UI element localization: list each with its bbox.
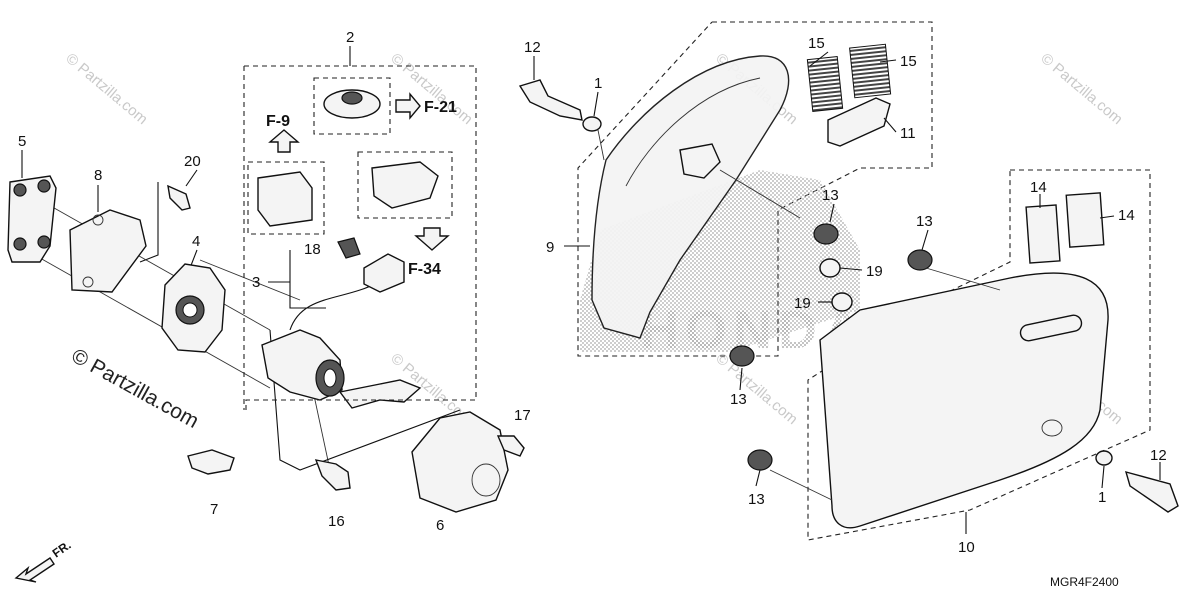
screw-17 <box>496 435 525 457</box>
callout-12-top: 12 <box>524 39 541 56</box>
callout-1-bottom: 1 <box>1098 489 1106 506</box>
watermark-faint-4: © Partzilla.com <box>1037 50 1125 128</box>
lock-assembly-group <box>7 46 525 513</box>
collar-19b <box>831 292 853 312</box>
ref-f9[interactable]: F-9 <box>266 113 290 130</box>
pad-14b <box>1065 192 1105 248</box>
callout-5: 5 <box>18 133 26 150</box>
callout-19-b: 19 <box>794 295 811 312</box>
arrow-to-f34 <box>414 227 450 251</box>
callout-14-b: 14 <box>1118 207 1135 224</box>
callout-7: 7 <box>210 501 218 518</box>
clip-18 <box>337 237 361 259</box>
callout-18: 18 <box>304 241 321 258</box>
front-direction-indicator: FR. <box>14 538 74 583</box>
callout-20: 20 <box>184 153 201 170</box>
callout-17: 17 <box>514 407 531 424</box>
callout-15-right: 15 <box>900 53 917 70</box>
callout-13-b: 13 <box>730 391 747 408</box>
side-cover-9 <box>591 55 790 339</box>
grommet-13b <box>729 345 755 367</box>
bolt-20 <box>167 184 191 211</box>
callout-11: 11 <box>900 125 916 142</box>
sub-box-f9 <box>247 161 325 235</box>
screw-16 <box>314 459 351 491</box>
cover-9-box <box>577 21 933 357</box>
callout-10: 10 <box>958 539 975 556</box>
cover-6 <box>411 411 509 513</box>
section-refs: F-21 F-9 F-34 <box>266 99 457 278</box>
ref-f34[interactable]: F-34 <box>408 261 441 278</box>
washer-1b <box>1095 450 1113 466</box>
side-cover-right-group: HONDA <box>518 21 933 391</box>
grommet-13a <box>813 223 839 245</box>
callout-16: 16 <box>328 513 345 530</box>
grommet-13d <box>747 449 773 471</box>
watermark-main: © Partzilla.com <box>68 344 203 433</box>
washer-1a <box>582 116 602 132</box>
callout-1-top: 1 <box>594 75 602 92</box>
front-arrow-icon <box>14 557 55 583</box>
callout-13-a: 13 <box>822 187 839 204</box>
side-cover-left-group <box>747 169 1179 541</box>
callout-2: 2 <box>346 29 354 46</box>
callout-13-d: 13 <box>748 491 765 508</box>
watermark-faint-1: © Partzilla.com <box>62 50 150 128</box>
callout-19-a: 19 <box>866 263 883 280</box>
switch-connector <box>363 253 405 293</box>
pad-15a <box>806 56 844 112</box>
cover-badge <box>1019 314 1083 342</box>
key-set <box>338 379 422 409</box>
sub-box-f34 <box>357 151 453 219</box>
callout-6: 6 <box>436 517 444 534</box>
callout-8: 8 <box>94 167 102 184</box>
side-cover-10 <box>819 272 1109 529</box>
callout-9: 9 <box>546 239 554 256</box>
collar-19a <box>819 258 841 278</box>
callout-3: 3 <box>252 274 260 291</box>
grommet-13c <box>907 249 933 271</box>
diagram-code: MGR4F2400 <box>1050 575 1119 589</box>
rubber-11 <box>827 97 891 147</box>
callout-14-a: 14 <box>1030 179 1047 196</box>
key-7 <box>187 449 235 475</box>
watermark-faint-2: © Partzilla.com <box>387 50 475 128</box>
callout-15-left: 15 <box>808 35 825 52</box>
cover-10-box <box>807 169 1151 541</box>
callout-4: 4 <box>192 233 200 250</box>
callouts: 5 8 20 4 2 3 18 7 16 6 17 12 1 9 15 15 1… <box>18 29 1167 556</box>
bolt-12b <box>1124 470 1179 513</box>
bolt-12a <box>518 79 583 121</box>
callout-12-bottom: 12 <box>1150 447 1167 464</box>
watermark-faint-6: © Partzilla.com <box>712 350 800 428</box>
lock-kit-box <box>244 65 477 410</box>
pad-14a <box>1025 204 1061 264</box>
arrow-to-f21 <box>395 92 421 120</box>
sub-box-f21 <box>313 77 391 135</box>
front-direction-label: FR. <box>50 538 74 561</box>
ref-f21[interactable]: F-21 <box>424 99 457 116</box>
callout-13-c: 13 <box>916 213 933 230</box>
plate-8 <box>69 209 147 293</box>
pad-15b <box>849 43 892 99</box>
arrow-to-f9 <box>268 129 300 153</box>
